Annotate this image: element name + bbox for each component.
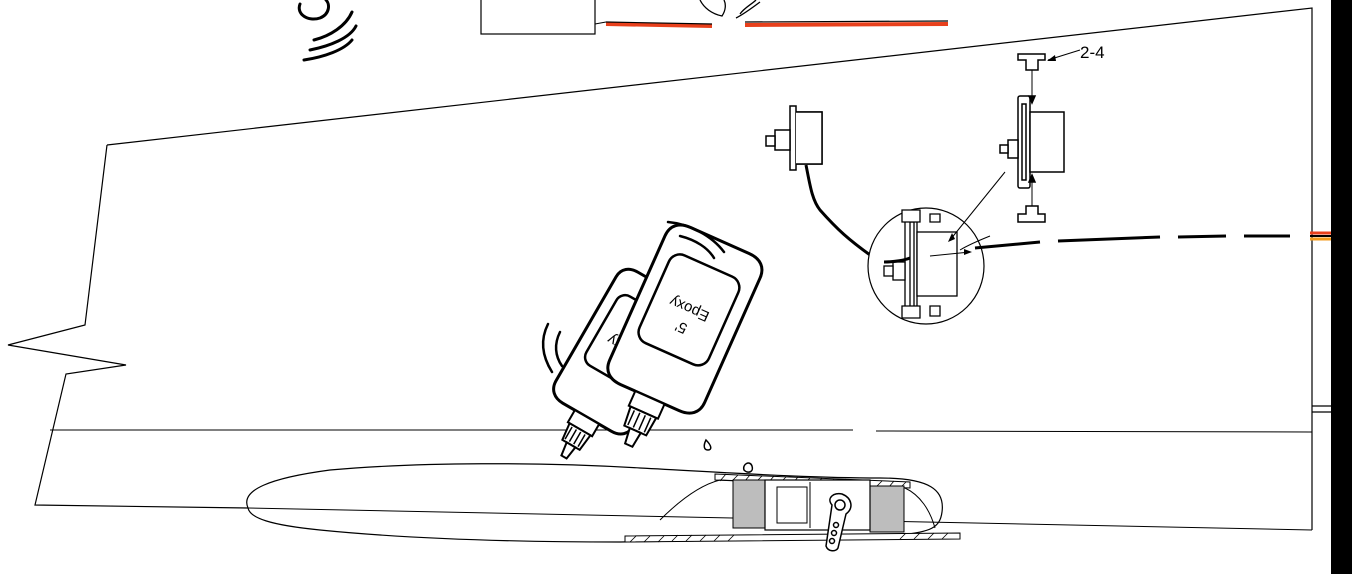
epoxy-bottle-icon: 5' Epoxy 5' Epoxy	[525, 219, 767, 479]
servo-icon	[766, 106, 880, 262]
hands-icon	[299, 0, 356, 60]
servo-tape-left	[733, 480, 765, 528]
servo-mount-tab-icon	[1000, 54, 1064, 222]
servo-tape-right	[870, 486, 904, 532]
right-frame-border	[1331, 0, 1352, 574]
fingers-icon	[700, 0, 760, 18]
epoxy-drip	[704, 440, 711, 450]
part-callout: 2-4	[1047, 43, 1105, 62]
wing-section-icon	[247, 463, 1312, 542]
servo-wire-exit	[1310, 233, 1331, 239]
servo-wire-top	[606, 21, 948, 26]
callout-label: 2-4	[1080, 43, 1105, 62]
hinge-line	[50, 430, 1312, 432]
receiver-box	[481, 0, 595, 34]
